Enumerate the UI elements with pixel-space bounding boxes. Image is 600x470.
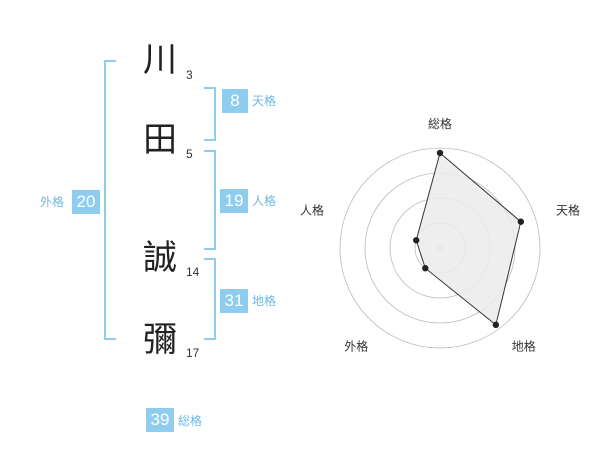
name-char-1: 川	[143, 40, 177, 80]
chikaku-label: 地格	[252, 294, 277, 308]
radar-area	[415, 152, 522, 326]
stroke-count-3: 14	[186, 265, 200, 279]
soukaku-value: 39	[146, 408, 174, 432]
radar-axis-label-4: 外格	[344, 339, 368, 354]
radar-point-1	[436, 149, 444, 157]
tenkaku-label: 天格	[252, 94, 277, 108]
soukaku-label: 総格	[178, 414, 203, 428]
name-char-4: 彌	[143, 320, 177, 360]
gaikaku-value: 20	[72, 190, 100, 214]
chikaku-value: 31	[220, 289, 248, 313]
jinkaku-label: 人格	[252, 194, 277, 208]
radar-point-4	[422, 265, 429, 272]
radar-point-5	[413, 237, 420, 244]
stroke-count-2: 5	[186, 147, 193, 161]
name-char-2: 田	[143, 120, 177, 160]
radar-axis-label-1: 総格	[428, 116, 452, 131]
radar-grid-ring	[339, 147, 541, 349]
tenkaku-value: 8	[222, 89, 248, 113]
radar-point-2	[517, 218, 525, 225]
radar-axis-label-2: 天格	[556, 202, 580, 217]
jinkaku-value: 19	[220, 189, 248, 213]
gaikaku-bracket	[104, 60, 116, 340]
tenkaku-bracket	[204, 87, 216, 141]
radar-axis-label-5: 人格	[300, 202, 324, 217]
stroke-count-1: 3	[186, 68, 193, 82]
gaikaku-label: 外格	[40, 195, 65, 209]
radar-point-3	[492, 321, 500, 329]
radar-axis-label-3: 地格	[512, 339, 536, 354]
name-char-3: 誠	[143, 238, 177, 278]
jinkaku-bracket	[204, 150, 216, 250]
chikaku-bracket	[204, 258, 216, 340]
stroke-count-4: 17	[186, 346, 200, 360]
